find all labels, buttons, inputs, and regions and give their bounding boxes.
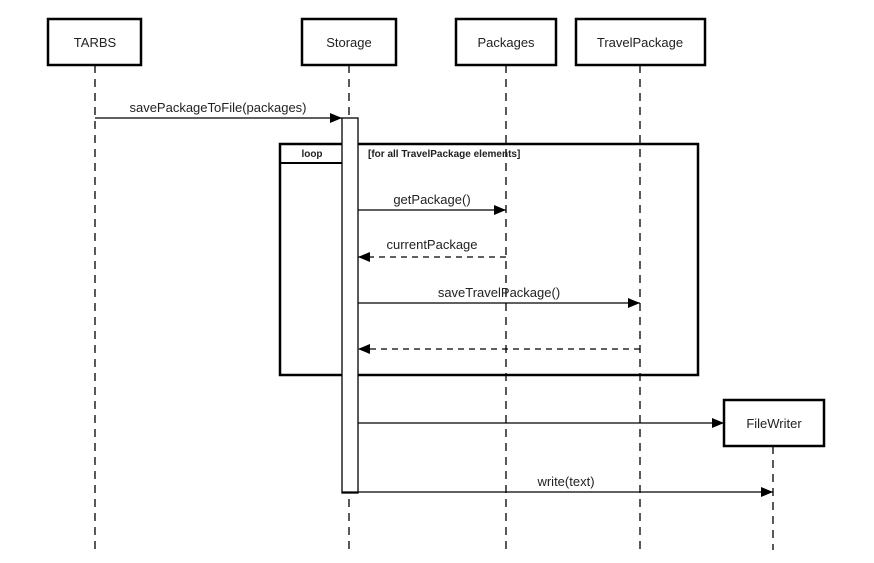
message-currentPackage: currentPackage [358,237,506,262]
message-savePackageToFile: savePackageToFile(packages) [95,100,342,123]
participant-label: FileWriter [746,416,802,431]
participant-label: TravelPackage [597,35,683,50]
participant-label: Storage [326,35,372,50]
participant-travelpackage: TravelPackage [574,17,707,550]
participant-packages: Packages [454,17,558,550]
participant-box [46,17,143,67]
loop-guard: [for all TravelPackage elements] [368,149,520,160]
message-label: saveTravelPackage() [438,285,560,300]
message-getPackage: getPackage() [358,192,506,215]
storage-activation-bar [341,117,359,494]
participant-label: Packages [477,35,535,50]
message-label: write(text) [536,474,594,489]
message-label: currentPackage [386,237,477,252]
participant-filewriter: FileWriter [722,398,826,550]
participant-label: TARBS [74,35,117,50]
participant-box [300,17,398,67]
participant-box [454,17,558,67]
message-saveTravelPackage: saveTravelPackage() [358,285,640,308]
message-label: getPackage() [393,192,470,207]
loop-keyword: loop [301,149,322,160]
message-write: write(text) [342,474,773,497]
participant-tarbs: TARBS [46,17,143,550]
message-label: savePackageToFile(packages) [129,100,306,115]
loop-border [278,142,700,377]
participant-box [574,17,707,67]
